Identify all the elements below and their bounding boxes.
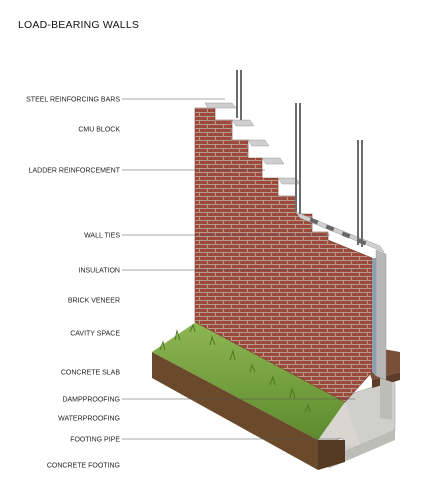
label-steel-reinforcing-bars: STEEL REINFORCING BARS <box>26 97 120 104</box>
label-insulation: INSULATION <box>79 268 121 275</box>
label-concrete-footing: CONCRETE FOOTING <box>47 463 120 470</box>
label-wall-ties: WALL TIES <box>84 233 120 240</box>
label-cmu-block: CMU BLOCK <box>78 127 120 134</box>
label-waterproofing: WATERPROOFING <box>58 416 120 423</box>
label-footing-pipe: FOOTING PIPE <box>70 437 120 444</box>
label-concrete-slab: CONCRETE SLAB <box>61 370 120 377</box>
label-dampproofing: DAMPPROOFING <box>62 397 120 404</box>
label-ladder-reinforcement: LADDER REINFORCEMENT <box>29 168 121 175</box>
label-cavity-space: CAVITY SPACE <box>70 331 120 338</box>
label-brick-veneer: BRICK VENEER <box>68 298 120 305</box>
insulation-layer <box>372 258 376 376</box>
foundation-wall <box>380 378 392 420</box>
